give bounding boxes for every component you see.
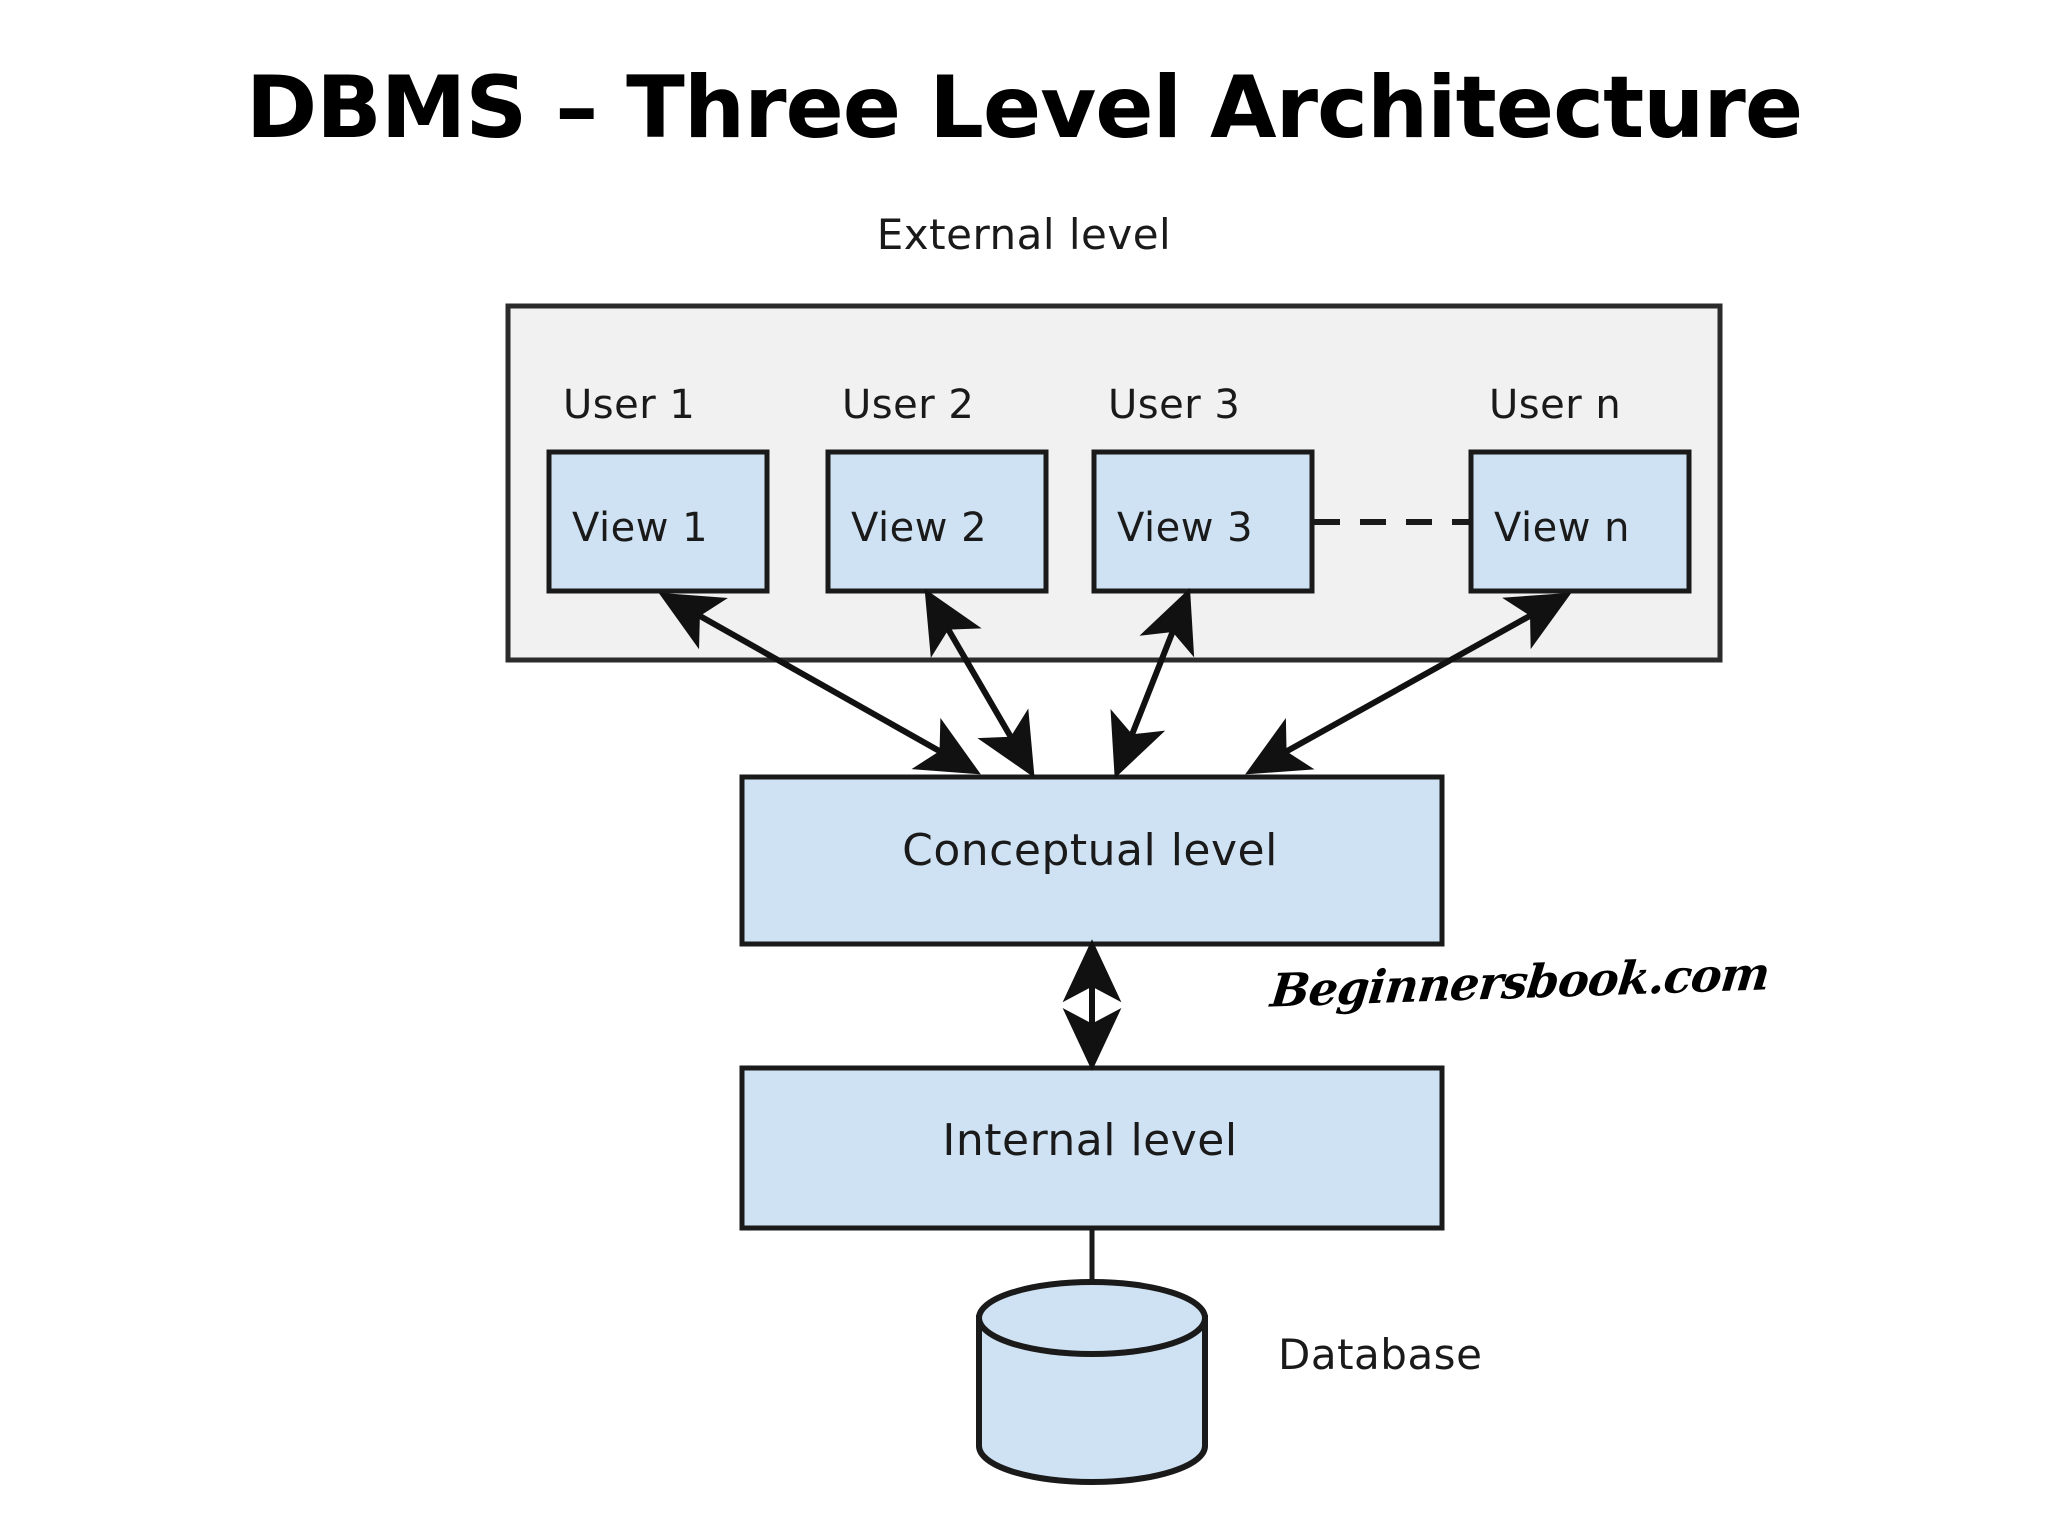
user-label-n: User n — [1489, 382, 1622, 428]
view-label-3: View 3 — [1117, 505, 1254, 551]
view-box-3[interactable] — [1091, 449, 1315, 594]
database-cylinder-icon — [976, 1279, 1208, 1485]
arrow-viewn-conceptual — [1245, 592, 1572, 775]
view-box-2[interactable] — [825, 449, 1049, 594]
view-label-2: View 2 — [851, 505, 988, 551]
conceptual-level-label: Conceptual level — [902, 825, 1278, 876]
conceptual-level-box[interactable] — [739, 774, 1445, 947]
database-label: Database — [1278, 1330, 1483, 1379]
arrow-view1-conceptual — [658, 592, 981, 775]
view-box-1[interactable] — [546, 449, 770, 594]
external-level-caption: External level — [876, 210, 1172, 259]
view-label-n: View n — [1494, 505, 1630, 551]
internal-level-label: Internal level — [942, 1115, 1238, 1166]
user-label-1: User 1 — [563, 382, 696, 428]
view-label-1: View 1 — [572, 505, 709, 551]
user-label-3: User 3 — [1108, 382, 1241, 428]
view-box-n[interactable] — [1468, 449, 1692, 594]
page-title: DBMS – Three Level Architecture — [245, 58, 1803, 158]
arrow-view2-conceptual — [924, 588, 1035, 778]
arrow-view3-conceptual — [1110, 587, 1195, 779]
user-label-2: User 2 — [842, 382, 975, 428]
